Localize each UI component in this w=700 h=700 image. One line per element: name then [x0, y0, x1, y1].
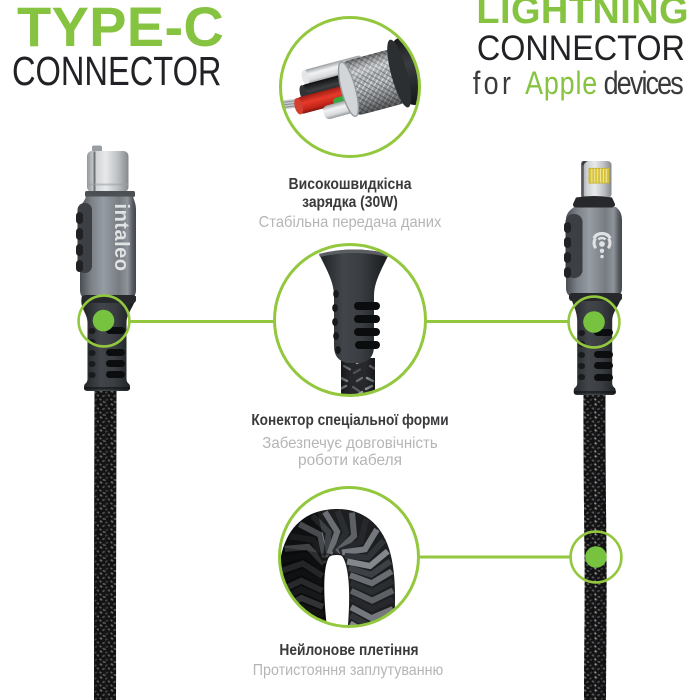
svg-text:intaleo: intaleo: [110, 204, 132, 272]
